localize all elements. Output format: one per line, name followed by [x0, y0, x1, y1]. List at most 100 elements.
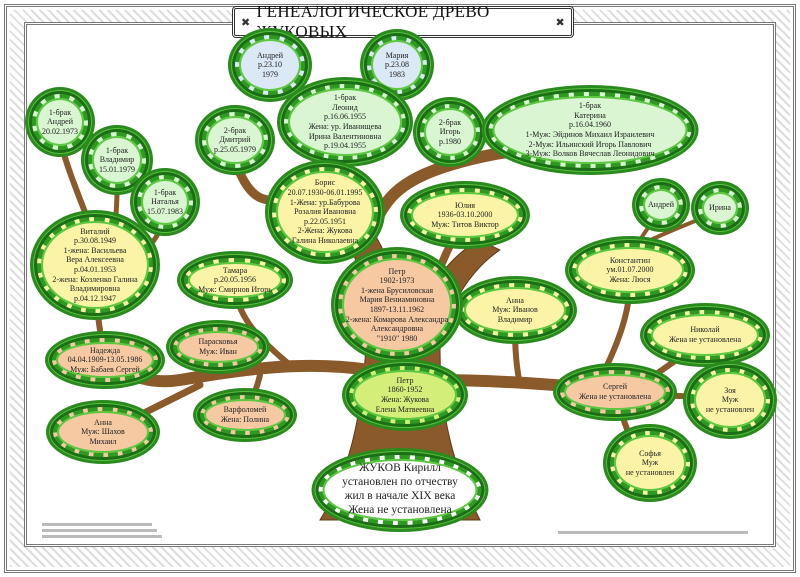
person-text-line: Варфоломей: [223, 405, 267, 415]
person-text-line: Галина Николаевна: [291, 235, 359, 245]
person-text-line: 2-жена: Комарова Александра: [345, 314, 449, 324]
person-text-line: Игорь: [439, 127, 461, 137]
person-text-line: Михаил: [89, 436, 117, 446]
ornament-icon: ✖: [555, 16, 565, 29]
person-text-line: р.16.04.1960: [569, 120, 611, 130]
footer-fineprint-left: [42, 529, 157, 532]
person-text-line: Андрей: [47, 117, 73, 127]
person-text-line: 1902-1973: [379, 276, 415, 286]
person-text-line: Константин: [609, 255, 651, 265]
person-text-line: 1897-13.11.1962: [369, 305, 425, 314]
person-text-line: Петр: [388, 266, 406, 276]
person-text-line: 04.04.1909-13.05.1986: [67, 355, 143, 365]
person-text-line: 1860-1952: [387, 385, 423, 395]
person-node-irina: Ирина: [695, 185, 745, 231]
person-text-line: р.23.08: [385, 60, 409, 70]
person-text-line: Софья: [639, 448, 661, 458]
footer-fineprint-left: [42, 523, 152, 526]
person-text-line: Муж: Бабаев Сергей: [70, 364, 140, 374]
person-text-line: Муж: Смирнов Игорь: [198, 284, 272, 294]
person-text-line: р.23.10: [258, 60, 282, 70]
person-text-line: жил в начале XIX века: [344, 490, 456, 502]
person-text-line: Борис: [314, 178, 336, 188]
person-text-line: Муж: Иванов: [492, 305, 538, 315]
person-text-line: Елена Матвеевна: [375, 404, 435, 414]
person-text-line: Жена: Полина: [220, 415, 270, 424]
person-text-line: Андрей: [648, 200, 674, 210]
person-text-line: Наталья: [151, 197, 179, 207]
person-text-line: р.22.05.1951: [304, 216, 346, 226]
person-text-line: Жена не установлена: [579, 392, 651, 401]
person-text-line: 2-Муж: Ильинский Игорь Павлович: [528, 139, 652, 149]
person-text-line: Муж: [721, 395, 739, 405]
person-text-line: Надежда: [89, 345, 121, 355]
person-text-line: Ирина: [709, 203, 731, 213]
person-text-line: р.16.06.1955: [324, 112, 366, 122]
person-text-line: р.20.05.1956: [214, 275, 256, 285]
person-node-andrey-small: Андрей: [636, 182, 686, 228]
person-text-line: 1-брак: [578, 101, 602, 111]
person-text-line: Мария: [385, 50, 409, 60]
person-text-line: Тамара: [222, 265, 248, 275]
person-text-line: 2-брак: [438, 117, 462, 127]
person-text-line: Жена не установлена: [348, 503, 452, 516]
person-text-line: 1-жена Брусиловская: [360, 285, 434, 295]
person-text-line: 2-жена: Козленко Галина: [52, 274, 138, 284]
person-text-line: Парасковья: [198, 337, 238, 347]
person-text-line: Розалия Ивановна: [294, 207, 356, 217]
person-text-line: 2-брак: [223, 125, 247, 135]
person-text-line: 2-Жена: Жукова: [297, 226, 353, 236]
person-text-line: Владимир: [497, 314, 533, 324]
person-text-line: не установлен: [625, 467, 675, 477]
person-text-line: 1936-03.10.2000: [437, 210, 493, 220]
person-text-line: Леонид: [332, 102, 358, 112]
person-text-line: "1910" 1980: [376, 333, 418, 343]
person-text-line: 1-брак: [48, 107, 72, 117]
footer-fineprint-left: [42, 535, 162, 538]
person-text-line: 20.02.1973: [42, 126, 78, 136]
person-text-line: Жена не установлена: [669, 335, 741, 344]
person-text-line: 1979: [262, 69, 278, 79]
person-text-line: Дмитрий: [219, 135, 251, 145]
person-text-line: 1983: [389, 69, 405, 79]
person-text-line: 15.01.1979: [99, 164, 135, 174]
person-text-line: ум.01.07.2000: [606, 265, 654, 275]
person-text-line: Муж: Шахов: [81, 427, 125, 437]
person-text-line: 15.07.1983: [147, 206, 183, 216]
person-text-line: Анна: [506, 295, 524, 305]
person-text-line: 1-брак: [105, 145, 129, 155]
person-text-line: Жена: ур. Иванищева: [308, 122, 382, 131]
person-text-line: 1-Жена: ур.Бабурова: [289, 197, 361, 207]
person-text-line: Мария Вениаминовна: [359, 295, 435, 305]
person-text-line: 1-жена: Васильева: [63, 245, 127, 255]
person-text-line: 1-брак: [333, 93, 357, 103]
person-text-line: Анна: [94, 417, 112, 427]
person-text-line: Жена: Люся: [609, 274, 651, 284]
person-text-line: Ирина Валентиновна: [308, 131, 382, 141]
person-text-line: р.30.08.1949: [74, 236, 116, 246]
person-text-line: р.19.04.1955: [324, 141, 366, 151]
person-text-line: Андрей: [257, 50, 283, 60]
person-text-line: Юлия: [454, 200, 476, 210]
